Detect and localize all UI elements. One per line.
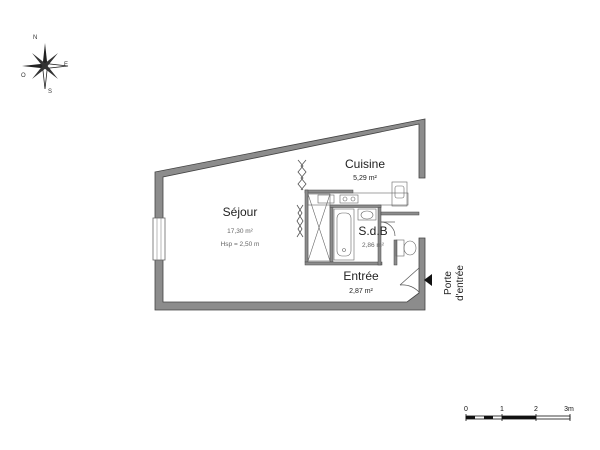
bathtub [333,208,355,261]
compass-north-label: N [33,35,37,41]
entrance-label-line1: Porte [443,271,454,295]
room-area-sejour: 17,30 m² [227,228,253,235]
room-name-entree: Entrée [343,269,379,283]
door-entrance [399,267,420,293]
entrance-arrow [424,274,432,286]
scale-bar: 0 1 2 3m [464,406,574,421]
room-area-sdb: 2,86 m² [362,242,385,249]
room-height-sejour: Hsp = 2,50 m [221,241,260,248]
scale-tick-2: 2 [534,406,538,413]
compass-west-label: O [21,73,26,79]
outer-wall [154,118,426,311]
room-area-entree: 2,87 m² [349,288,373,295]
scale-tick-1: 1 [500,406,504,413]
toilet [395,239,417,257]
room-name-cuisine: Cuisine [345,157,385,171]
folding-door-kitchen [297,159,307,191]
kitchen-counter [307,181,409,207]
room-name-sdb: S.d.B [358,224,387,238]
door-bathroom [380,221,396,237]
compass-rose: N E S O [21,35,69,95]
entrance-label-line2: d'entrée [455,265,466,301]
interior-walls [304,189,420,266]
scale-tick-3: 3m [564,406,574,413]
cupboard [307,193,331,262]
room-name-sejour: Séjour [223,205,258,219]
compass-east-label: E [64,62,68,68]
room-area-cuisine: 5,29 m² [353,175,377,182]
washbasin [357,208,377,221]
entrance-label: Porte d'entrée [443,265,466,301]
scale-tick-0: 0 [464,406,468,413]
window-left [152,217,166,261]
folding-door-cupboard [296,204,304,238]
compass-south-label: S [48,89,52,95]
